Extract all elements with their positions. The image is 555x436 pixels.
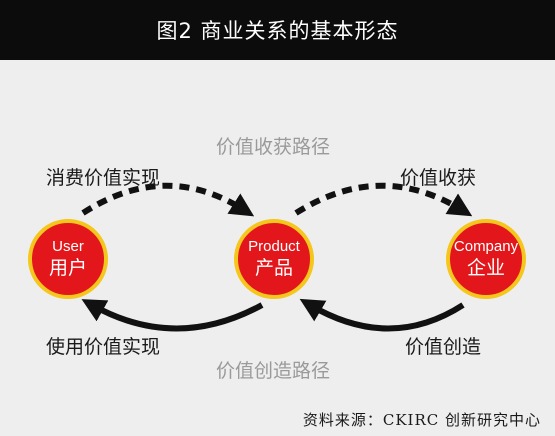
arrow-product-to-company (294, 182, 473, 217)
node-user-en: User (52, 238, 84, 255)
relationship-diagram (81, 182, 473, 332)
path-label-value-creation: 价值创造路径 (216, 360, 331, 382)
arrow-user-to-product (81, 182, 255, 217)
label-value-capture: 价值收获 (400, 167, 477, 189)
node-company: Company 企业 (446, 219, 526, 299)
label-consumption-value: 消费价值实现 (46, 167, 161, 189)
path-label-value-capture: 价值收获路径 (216, 136, 331, 158)
node-product: Product 产品 (234, 219, 314, 299)
label-use-value: 使用价值实现 (46, 336, 161, 358)
figure-header: 图2 商业关系的基本形态 (0, 0, 555, 60)
node-company-zh: 企业 (466, 257, 505, 279)
node-product-zh: 产品 (254, 257, 293, 279)
node-company-en: Company (453, 238, 519, 255)
node-user-zh: 用户 (48, 257, 87, 279)
arrow-company-to-product (299, 298, 465, 332)
source-note: 资料来源：CKIRC 创新研究中心 (302, 411, 541, 429)
label-value-creation: 价值创造 (405, 336, 482, 358)
node-user: User 用户 (28, 219, 108, 299)
node-product-en: Product (248, 238, 300, 255)
figure-title: 图2 商业关系的基本形态 (156, 19, 399, 43)
arrow-product-to-user (81, 299, 264, 332)
